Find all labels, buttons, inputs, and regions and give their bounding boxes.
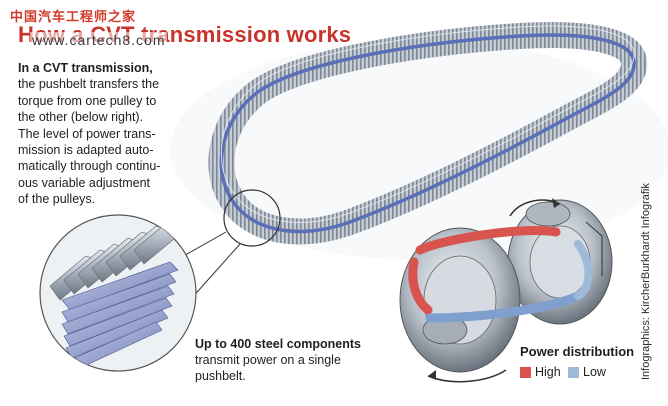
description-line: torque from one pulley to bbox=[18, 93, 157, 108]
belt-band bbox=[219, 33, 636, 234]
power-distribution-title: Power distribution bbox=[520, 344, 635, 359]
description-text: In a CVT transmission, the pushbelt tran… bbox=[18, 60, 190, 208]
watermark-url: www.cartech8.com bbox=[30, 32, 168, 48]
belt-low-power bbox=[425, 291, 583, 323]
legend-swatch-low bbox=[568, 366, 579, 378]
description-line: the pushbelt transfers the bbox=[18, 77, 160, 92]
watermark-chinese: 中国汽车工程师之家 bbox=[10, 9, 137, 24]
secondary-shaft bbox=[525, 201, 571, 227]
description-line: mission is adapted auto- bbox=[18, 143, 154, 158]
description-line: the other (below right). bbox=[18, 110, 144, 125]
legend-swatch-high bbox=[520, 366, 531, 378]
pushbelt-caption: Up to 400 steel components transmit powe… bbox=[195, 336, 361, 384]
legend-label-high: High bbox=[535, 365, 561, 379]
pulley-assembly bbox=[399, 198, 613, 383]
infographic-credit: Infographics: KircherBurkhardt Infografi… bbox=[640, 183, 652, 380]
description-line: The level of power trans- bbox=[18, 126, 156, 141]
legend-item-high: High bbox=[520, 364, 561, 380]
legend-item-low: Low bbox=[568, 364, 606, 380]
description-line: of the pulleys. bbox=[18, 192, 96, 207]
belt-closeup-inset bbox=[39, 214, 197, 372]
legend-label-low: Low bbox=[583, 365, 606, 379]
pushbelt-loop bbox=[208, 22, 647, 245]
description-lead: In a CVT transmission, bbox=[18, 61, 153, 75]
caption-lead: Up to 400 steel components bbox=[195, 337, 362, 351]
zoom-connector-line bbox=[179, 231, 227, 259]
description-line: matically through continu- bbox=[18, 159, 161, 174]
caption-line: pushbelt. bbox=[195, 369, 246, 383]
description-line: ous variable adjustment bbox=[18, 175, 151, 190]
belt-high-power bbox=[415, 226, 561, 255]
zoom-marker-circle bbox=[223, 189, 281, 247]
caption-line: transmit power on a single bbox=[195, 353, 341, 367]
